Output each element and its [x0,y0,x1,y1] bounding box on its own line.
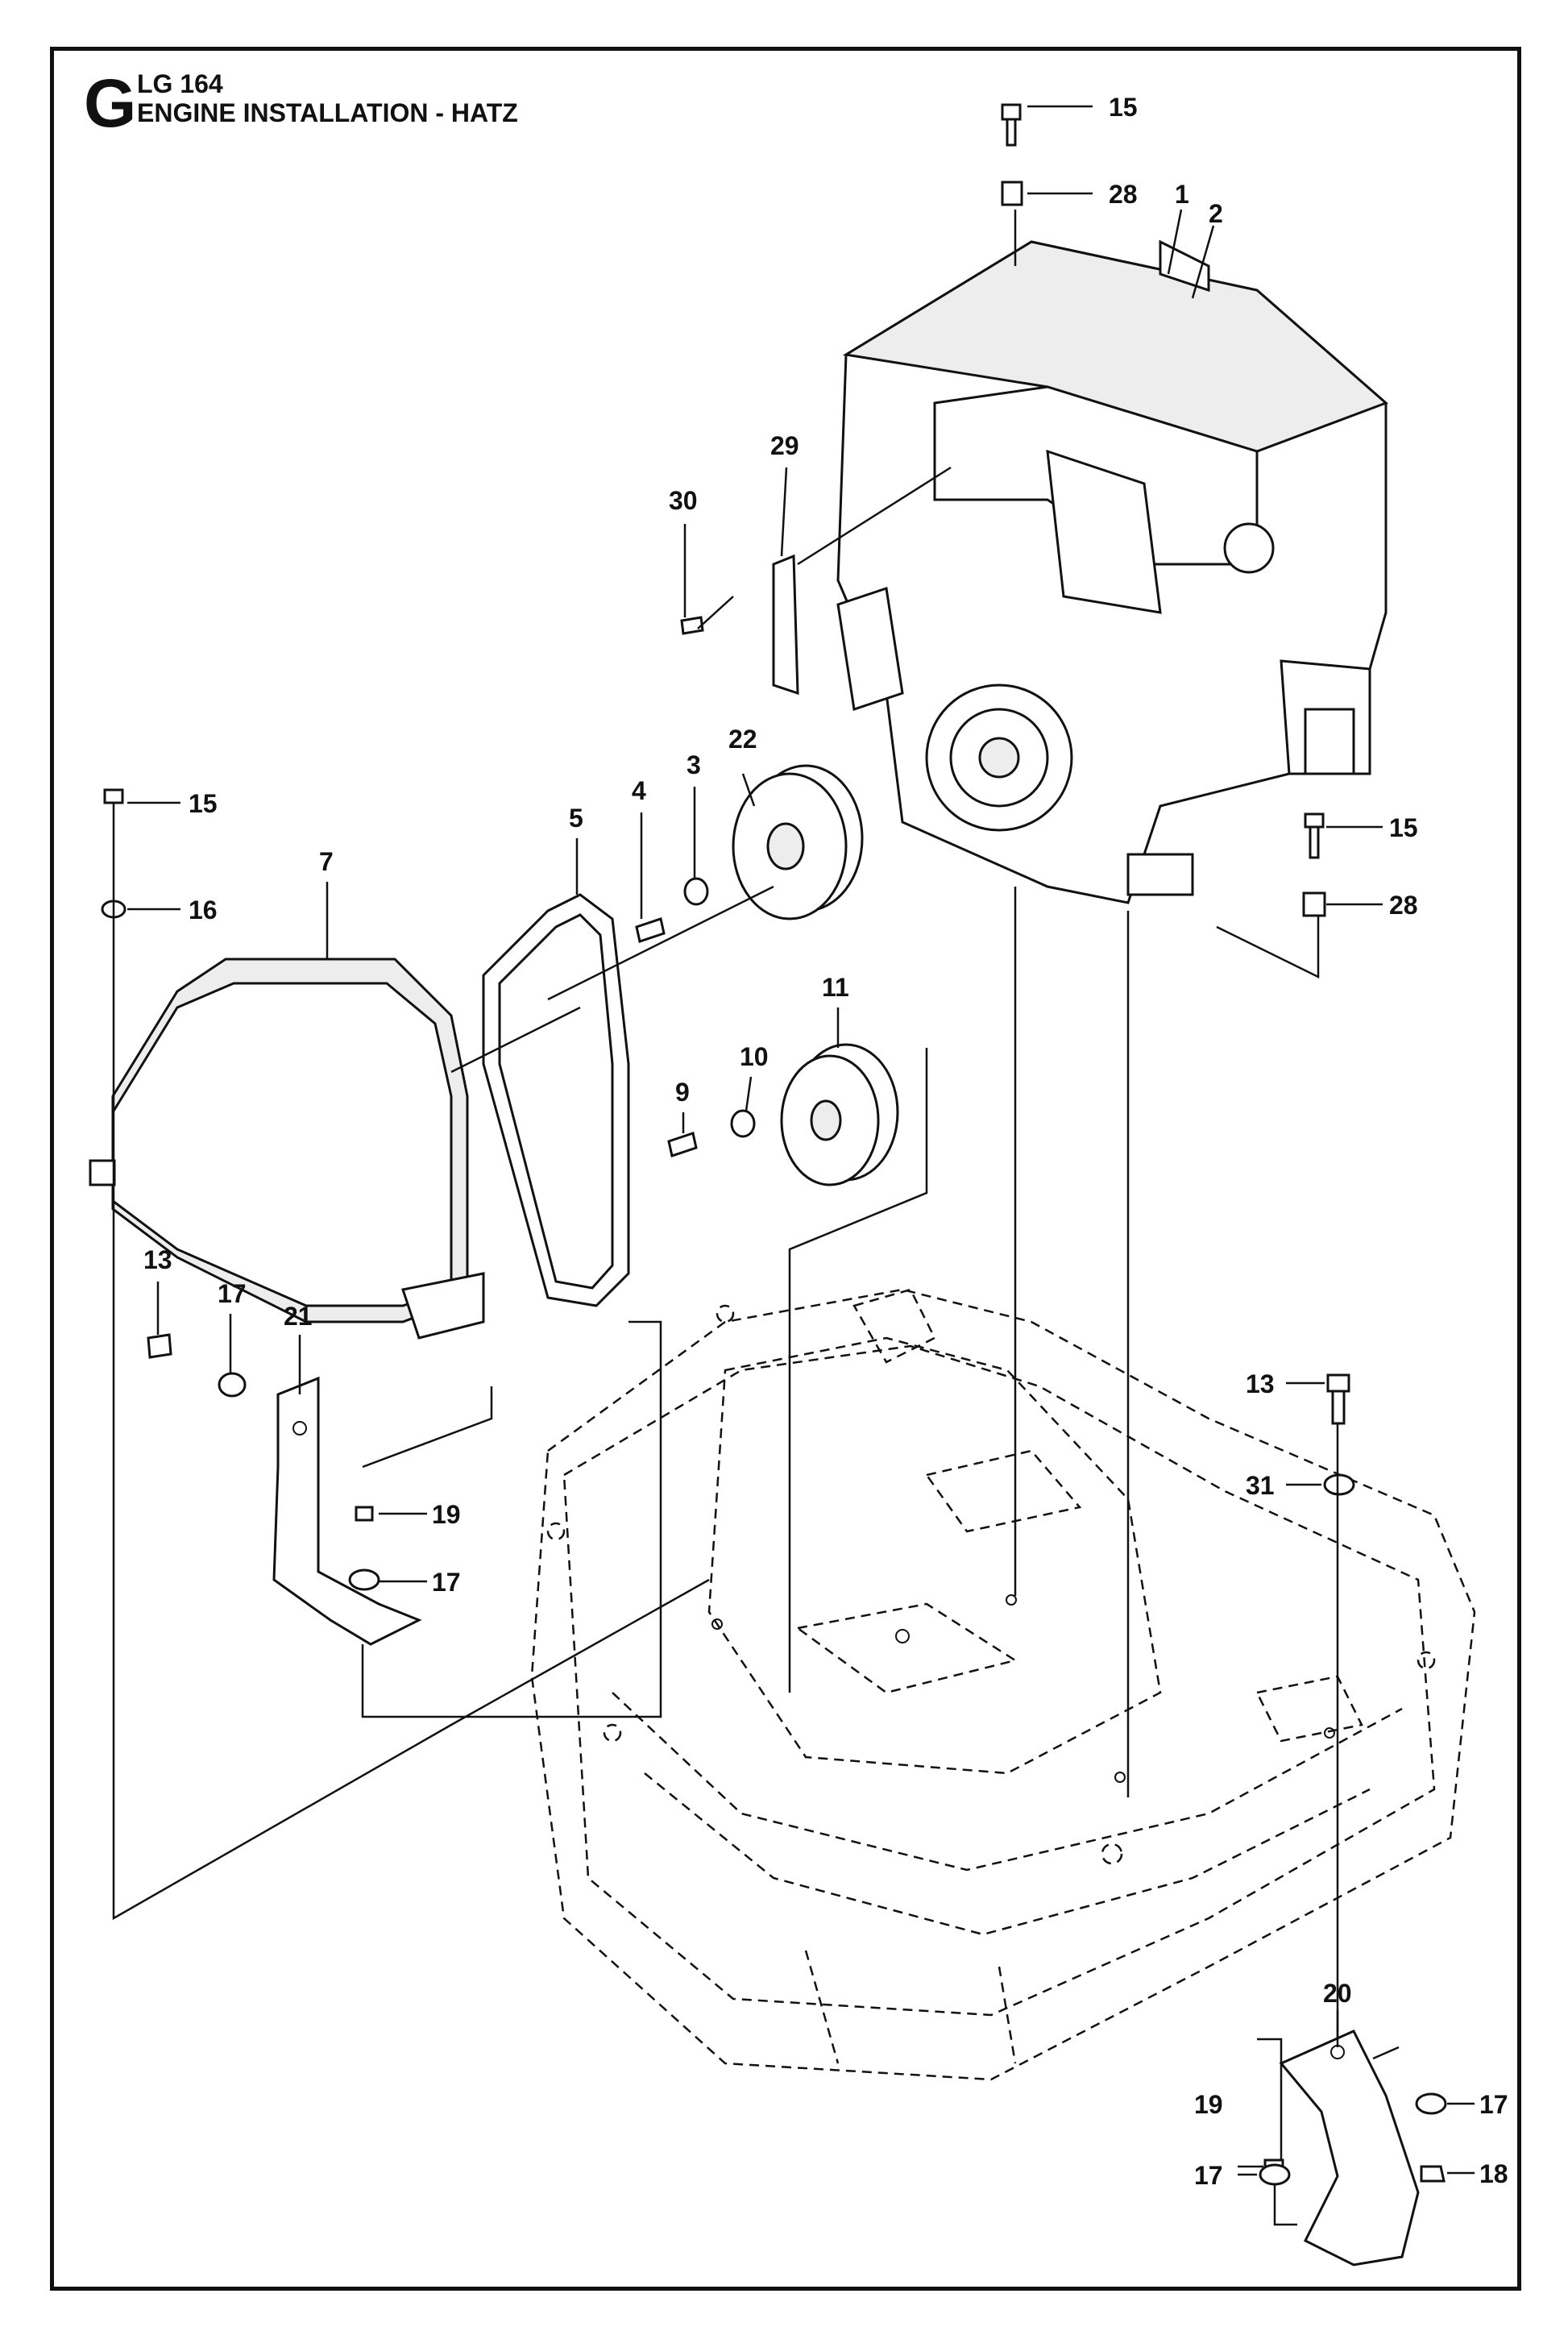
callout-31: 31 [1246,1471,1275,1500]
callout-17-bottom: 17 [1194,2161,1223,2190]
callout-1: 1 [1175,180,1189,209]
belt-guard [89,958,485,1340]
callout-11: 11 [822,973,849,1002]
leader-lines [112,105,1475,2226]
callout-22: 22 [728,725,757,754]
base-frame [530,1288,1476,2081]
callout-28-right: 28 [1389,891,1418,920]
section-letter: G [84,65,137,141]
callout-19-left: 19 [432,1500,461,1529]
callout-17-left: 17 [218,1279,247,1308]
callout-15: 15 [1109,93,1138,122]
callout-5: 5 [569,804,583,833]
bracket-20 [1279,2030,1420,2266]
callout-17-right: 17 [1479,2090,1508,2119]
callout-18: 18 [1479,2159,1508,2188]
bracket-21 [272,1376,422,1646]
callout-20: 20 [1323,1979,1352,2008]
callout-10: 10 [740,1042,769,1071]
callout-13-right: 13 [1246,1369,1275,1398]
idler-pulley [780,1043,899,1186]
callout-17-mid: 17 [432,1568,461,1597]
callout-9: 9 [675,1078,690,1107]
drive-pulley [732,764,864,920]
callout-30: 30 [669,486,698,515]
v-belt [482,893,630,1307]
callouts: 15 28 1 2 29 30 22 3 4 5 7 15 16 15 28 1… [143,93,1508,2190]
callout-2: 2 [1209,199,1223,228]
callout-28: 28 [1109,180,1138,209]
callout-4: 4 [632,776,646,805]
callout-29: 29 [770,431,799,460]
callout-16: 16 [189,895,218,924]
model-number: LG 164 [137,69,223,98]
hardware [101,103,1447,2186]
callout-13-left: 13 [143,1245,172,1274]
callout-19-right: 19 [1194,2090,1223,2119]
callout-15-left: 15 [189,789,218,818]
callout-7: 7 [319,847,334,876]
engine [836,239,1388,904]
callout-21: 21 [284,1302,313,1331]
callout-3: 3 [687,750,701,779]
callout-15-right: 15 [1389,813,1418,842]
diagram-title: ENGINE INSTALLATION - HATZ [137,98,518,127]
